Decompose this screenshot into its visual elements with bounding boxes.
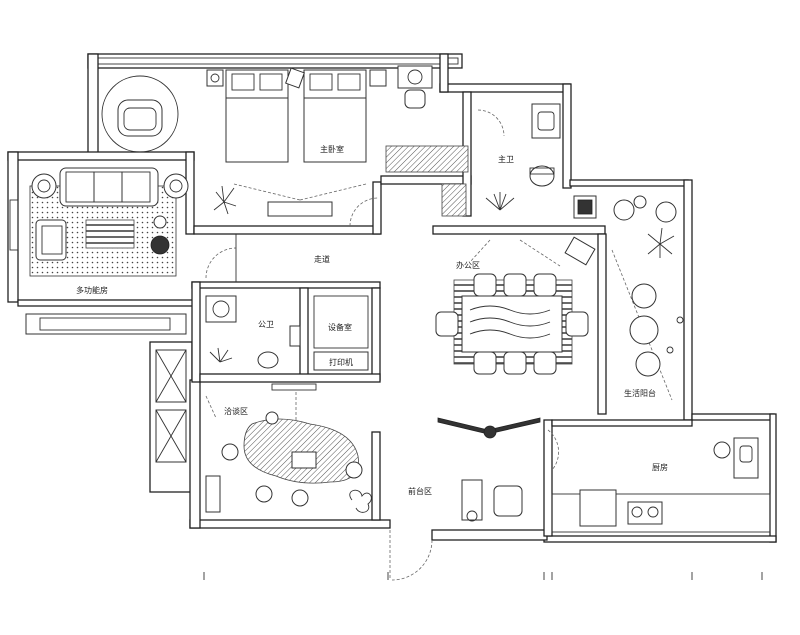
room-label-reception-area: 前台区 [408, 486, 432, 496]
room-label-equipment-room: 设备室 [328, 322, 352, 332]
office-area: 办公区 [435, 236, 596, 439]
reception-area: 前台区 [389, 479, 523, 581]
dimension-ticks [203, 572, 763, 580]
multi-function-room: 多功能房 [25, 167, 189, 335]
room-label-living-balcony: 生活阳台 [624, 388, 656, 398]
corridor: 走道 [205, 234, 330, 282]
room-label-master-bedroom: 主卧室 [320, 144, 344, 154]
room-label-public-bathroom: 公卫 [258, 320, 274, 329]
windows [9, 199, 187, 463]
room-label-main-bathroom: 主卫 [498, 154, 514, 164]
room-label-office-area: 办公区 [456, 260, 480, 270]
room-label-negotiation-area: 洽谈区 [224, 406, 248, 416]
room-label-corridor: 走道 [314, 254, 330, 264]
living-balcony: 生活阳台 [611, 195, 684, 401]
kitchen: 厨房 [547, 429, 771, 533]
room-label-kitchen: 厨房 [652, 462, 668, 472]
public-bathroom: 公卫 [205, 295, 301, 369]
printer-label: 打印机 [329, 357, 353, 367]
master-bedroom: 主卧室 [101, 65, 505, 227]
main-bathroom: 主卫 [441, 103, 597, 219]
equipment-room: 设备室 打印机 [313, 295, 369, 371]
room-label-multi-function: 多功能房 [76, 285, 108, 295]
negotiation-area: 洽谈区 [205, 383, 372, 513]
